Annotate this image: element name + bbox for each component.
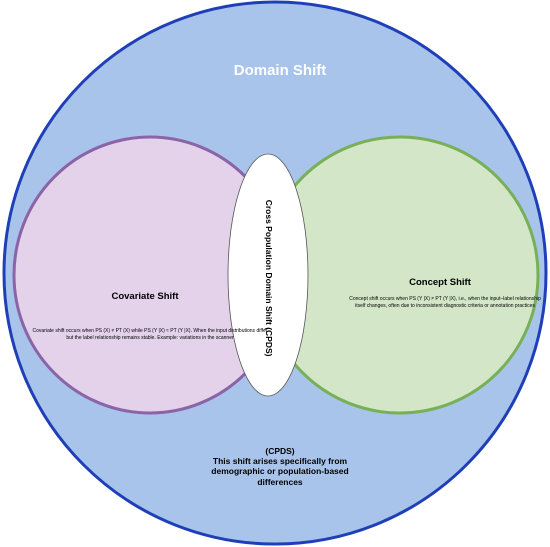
cpds-note-text: This shift arises specifically from demo… [211,456,349,487]
concept-shift-title: Concept Shift [409,277,471,288]
cpds-intersection [227,153,309,397]
domain-shift-label: Domain Shift [233,62,327,79]
cpds-note: (CPDS) This shift arises specifically fr… [195,446,365,487]
covariate-shift-title: Covariate Shift [111,291,179,302]
covariate-shift-description: Covariate shift occurs when PS (X) ≠ PT … [32,328,268,342]
concept-shift-description: Concept shift occurs when PS (Y |X) ≠ PT… [349,296,541,310]
cpds-note-heading: (CPDS) [265,446,295,456]
cpds-intersection-label: Cross Population Domain Shift (CPDS) [264,199,275,357]
